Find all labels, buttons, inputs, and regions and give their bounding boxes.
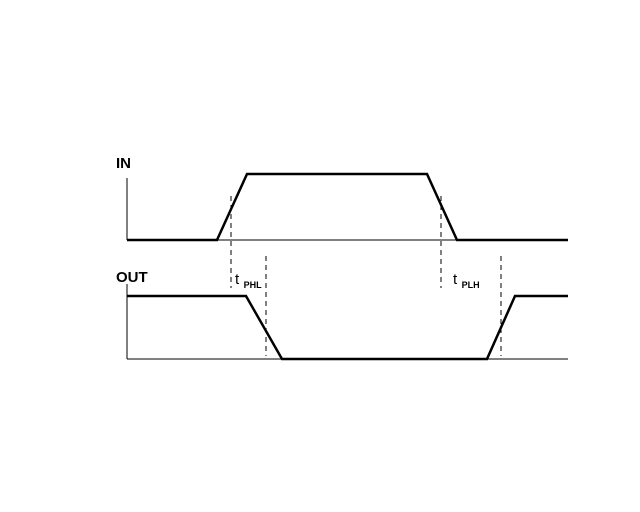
tphl-label-subscript: PHL [244,280,263,290]
in-signal-label: IN [116,155,131,172]
tplh-label-main: t [453,271,458,288]
tphl-label-main: t [235,271,240,288]
in-waveform [127,172,568,242]
out-signal-label: OUT [116,269,148,286]
out-waveform [127,294,568,361]
tplh-label-subscript: PLH [462,280,480,290]
tphl-label: t PHL [235,271,262,290]
tplh-label: t PLH [453,271,480,290]
